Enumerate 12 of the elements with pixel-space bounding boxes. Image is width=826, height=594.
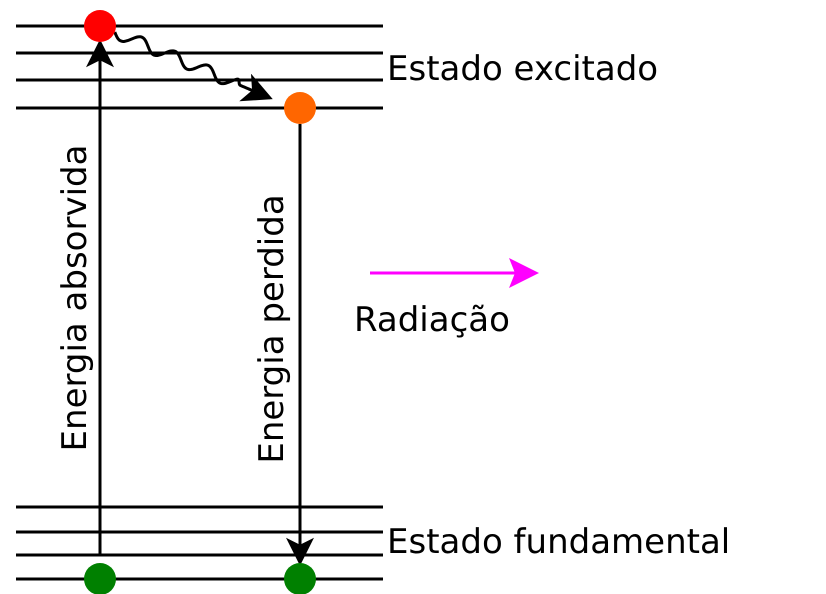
edge-label: Energia perdida [255, 194, 289, 464]
state-label: Estado excitado [387, 52, 658, 86]
particle-circle [284, 92, 316, 124]
legend-label: Radiação [354, 303, 510, 337]
arrow [286, 124, 314, 566]
particle-circle [284, 563, 316, 594]
particle-circle [84, 563, 116, 594]
wavy-arrow [113, 31, 273, 102]
arrow [86, 39, 114, 555]
state-label: Estado fundamental [387, 525, 730, 559]
particle-circle [84, 10, 116, 42]
edge-label: Energia absorvida [58, 144, 92, 451]
